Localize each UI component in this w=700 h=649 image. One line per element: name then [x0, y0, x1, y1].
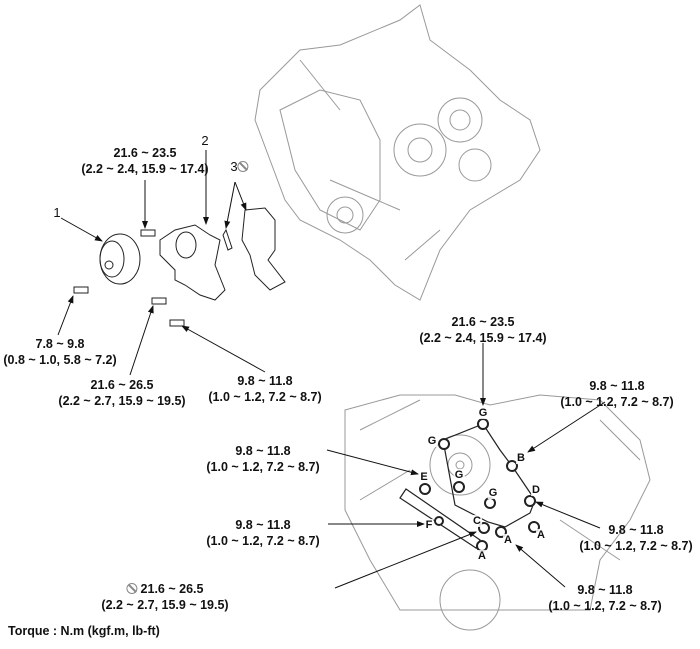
torque-alt: (2.2 ~ 2.4, 15.9 ~ 17.4) [81, 162, 209, 176]
torque-nm: 21.6 ~ 23.5 [113, 146, 177, 160]
torque-alt: (2.2 ~ 2.4, 15.9 ~ 17.4) [419, 331, 547, 345]
torque-label-pump-bolt-bottom: 9.8 ~ 11.8 (1.0 ~ 1.2, 7.2 ~ 8.7) [208, 373, 321, 405]
bolt-letter-G: G [487, 487, 499, 499]
torque-nm: 9.8 ~ 11.8 [235, 518, 291, 532]
torque-label-pump-bolt-lower: 21.6 ~ 26.5 (2.2 ~ 2.7, 15.9 ~ 19.5) [58, 377, 185, 409]
torque-alt: (1.0 ~ 1.2, 7.2 ~ 8.7) [206, 534, 320, 548]
torque-label-A: 9.8 ~ 11.8 (1.0 ~ 1.2, 7.2 ~ 8.7) [548, 582, 661, 614]
torque-alt: (1.0 ~ 1.2, 7.2 ~ 8.7) [206, 460, 320, 474]
part-number-3-text: 3 [230, 159, 238, 174]
bolt-letter-A: A [503, 534, 513, 546]
torque-label-C: 21.6 ~ 26.5 (2.2 ~ 2.7, 15.9 ~ 19.5) [101, 581, 228, 613]
do-not-reuse-icon [237, 161, 249, 172]
torque-alt: (1.0 ~ 1.2, 7.2 ~ 8.7) [560, 395, 674, 409]
torque-nm: 9.8 ~ 11.8 [235, 444, 291, 458]
torque-nm: 9.8 ~ 11.8 [608, 523, 664, 537]
torque-unit-note: Torque : N.m (kgf.m, lb-ft) [8, 624, 160, 638]
torque-alt: (1.0 ~ 1.2, 7.2 ~ 8.7) [579, 539, 693, 553]
torque-label-B: 9.8 ~ 11.8 (1.0 ~ 1.2, 7.2 ~ 8.7) [560, 378, 673, 410]
torque-alt: (0.8 ~ 1.0, 5.8 ~ 7.2) [3, 353, 117, 367]
torque-alt: (2.2 ~ 2.7, 15.9 ~ 19.5) [58, 394, 186, 408]
part-number-3: 3 [230, 160, 251, 174]
part-number-2: 2 [201, 133, 209, 148]
bolt-letter-D: D [531, 484, 541, 496]
bolt-letter-C: C [472, 515, 482, 527]
torque-nm: 9.8 ~ 11.8 [577, 583, 633, 597]
torque-nm: 9.8 ~ 11.8 [237, 374, 293, 388]
part-number-1: 1 [53, 205, 61, 220]
torque-alt: (2.2 ~ 2.7, 15.9 ~ 19.5) [101, 598, 229, 612]
torque-nm: 21.6 ~ 26.5 [90, 378, 154, 392]
torque-label-E: 9.8 ~ 11.8 (1.0 ~ 1.2, 7.2 ~ 8.7) [206, 443, 319, 475]
bolt-letter-E: E [419, 471, 429, 483]
bolt-letter-G: G [453, 469, 465, 481]
bolt-letter-A: A [477, 550, 487, 562]
torque-label-G: 21.6 ~ 23.5 (2.2 ~ 2.4, 15.9 ~ 17.4) [419, 314, 546, 346]
torque-nm: 9.8 ~ 11.8 [589, 379, 645, 393]
torque-alt: (1.0 ~ 1.2, 7.2 ~ 8.7) [208, 390, 322, 404]
torque-label-F: 9.8 ~ 11.8 (1.0 ~ 1.2, 7.2 ~ 8.7) [206, 517, 319, 549]
bolt-letter-G: G [477, 407, 489, 419]
torque-nm: 21.6 ~ 23.5 [451, 315, 515, 329]
torque-label-pulley-bolt: 7.8 ~ 9.8 (0.8 ~ 1.0, 5.8 ~ 7.2) [3, 336, 116, 368]
do-not-reuse-icon [126, 583, 138, 594]
bolt-letter-F: F [424, 519, 434, 531]
torque-label-D: 9.8 ~ 11.8 (1.0 ~ 1.2, 7.2 ~ 8.7) [579, 522, 692, 554]
bolt-letter-G: G [426, 435, 438, 447]
bolt-letter-A: A [536, 529, 546, 541]
bolt-letter-B: B [516, 452, 526, 464]
torque-label-pump-bolt-top: 21.6 ~ 23.5 (2.2 ~ 2.4, 15.9 ~ 17.4) [81, 145, 208, 177]
torque-alt: (1.0 ~ 1.2, 7.2 ~ 8.7) [548, 599, 662, 613]
torque-nm: 7.8 ~ 9.8 [35, 337, 85, 351]
torque-nm: 21.6 ~ 26.5 [140, 582, 204, 596]
